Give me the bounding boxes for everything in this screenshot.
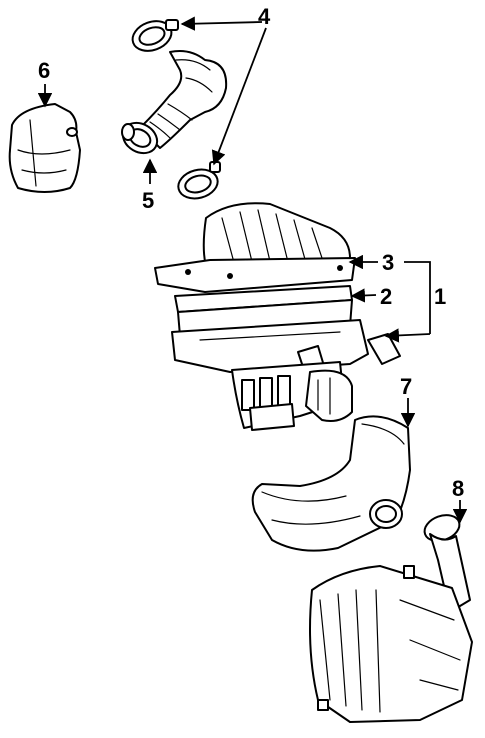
callout-8: 8 — [452, 476, 464, 501]
part-6-cover — [8, 103, 81, 193]
callout-5: 5 — [142, 188, 154, 213]
callout-1: 1 — [434, 284, 446, 309]
leader-lines — [37, 16, 468, 524]
callout-2: 2 — [380, 284, 392, 309]
part-7-duct — [251, 415, 411, 552]
callout-3: 3 — [382, 250, 394, 275]
callout-6: 6 — [38, 58, 50, 83]
part-intake-hose — [121, 19, 228, 200]
callout-4: 4 — [258, 4, 271, 29]
part-8-resonator — [309, 514, 473, 723]
callout-7: 7 — [400, 374, 412, 399]
part-air-cleaner-assembly — [154, 202, 401, 431]
